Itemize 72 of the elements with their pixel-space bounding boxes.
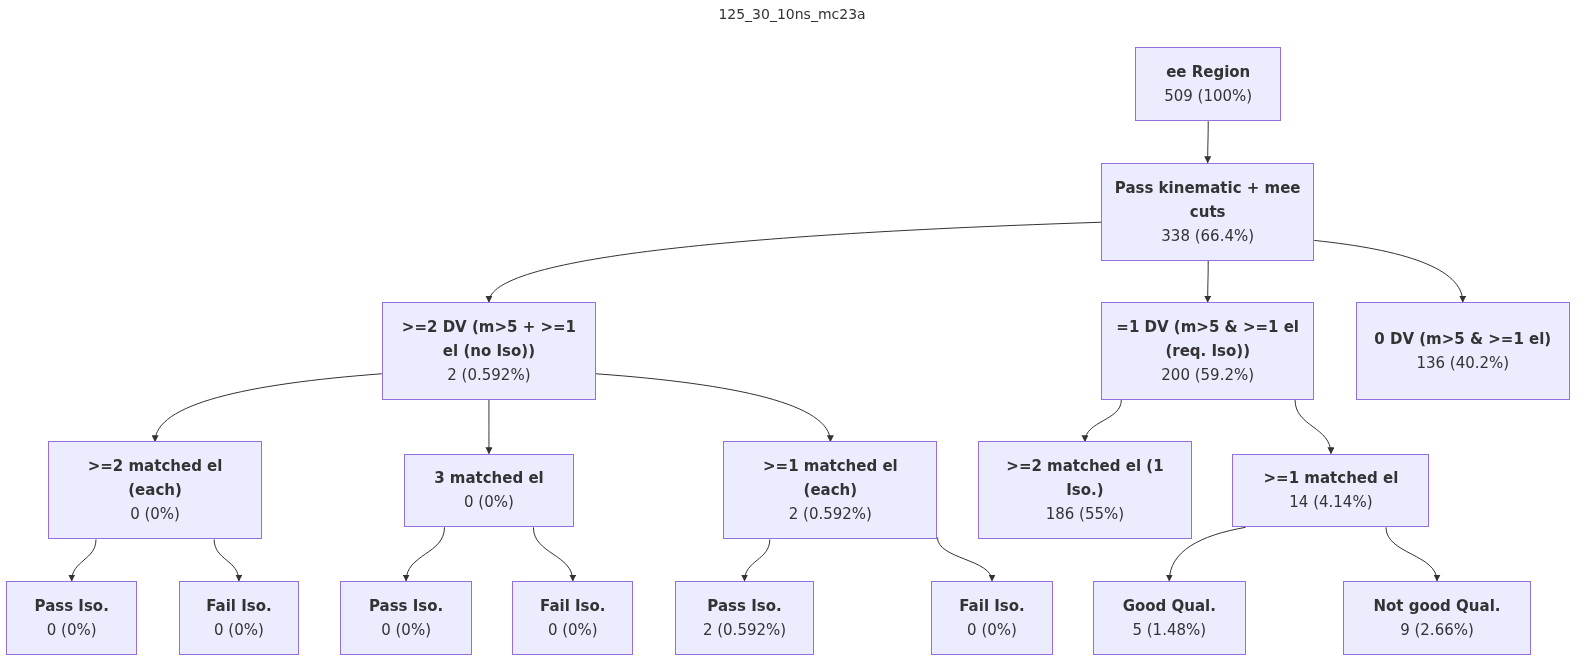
node-count: 0 (0%) bbox=[130, 504, 180, 526]
process-box bbox=[1093, 580, 1246, 655]
node-count: 0 (0%) bbox=[967, 619, 1017, 641]
node-heading: ee Region bbox=[1166, 62, 1251, 84]
arrow bbox=[403, 526, 445, 582]
node-heading: >=2 DV (m>5 + >=1 el (no Iso)) bbox=[400, 317, 577, 363]
process-box bbox=[404, 453, 574, 528]
process-box bbox=[6, 580, 138, 655]
process-box bbox=[1101, 162, 1315, 261]
process-box bbox=[1232, 453, 1430, 528]
node-heading: Fail Iso. bbox=[206, 595, 272, 617]
process-box bbox=[1101, 302, 1315, 401]
node-count: 136 (40.2%) bbox=[1416, 353, 1510, 375]
arrow bbox=[1204, 260, 1212, 303]
node-count: 0 (0%) bbox=[547, 619, 598, 641]
node-count: 338 (66.4%) bbox=[1161, 225, 1255, 247]
node-heading: >=2 matched el (1 Iso.) bbox=[1005, 456, 1165, 502]
process-box bbox=[931, 580, 1053, 655]
node-heading: >=1 matched el bbox=[1263, 468, 1399, 490]
arrow bbox=[1082, 399, 1122, 443]
arrow bbox=[152, 373, 383, 443]
node-heading: >=2 matched el (each) bbox=[86, 456, 224, 502]
node-heading: 3 matched el bbox=[434, 468, 544, 490]
arrow bbox=[1166, 526, 1247, 582]
node-count: 2 (0.592%) bbox=[447, 365, 531, 387]
node-heading: Not good Qual. bbox=[1373, 595, 1501, 617]
node-heading: Pass Iso. bbox=[368, 595, 444, 617]
process-box bbox=[1355, 302, 1570, 401]
process-box bbox=[512, 580, 634, 655]
node-heading: Good Qual. bbox=[1122, 595, 1216, 617]
process-box bbox=[48, 441, 262, 540]
node-count: 0 (0%) bbox=[464, 492, 514, 514]
process-box bbox=[381, 302, 596, 401]
node-heading: Pass Iso. bbox=[34, 595, 109, 617]
arrow bbox=[68, 538, 97, 582]
node-heading: >=1 matched el (each) bbox=[762, 456, 899, 502]
node-count: 9 (2.66%) bbox=[1400, 619, 1474, 641]
node-count: 200 (59.2%) bbox=[1161, 365, 1255, 387]
process-box bbox=[674, 580, 815, 655]
arrow bbox=[532, 526, 576, 582]
node-count: 0 (0%) bbox=[214, 619, 264, 641]
arrow bbox=[936, 536, 995, 582]
node-count: 0 (0%) bbox=[381, 619, 431, 641]
arrow bbox=[488, 221, 1102, 303]
node-count: 2 (0.592%) bbox=[788, 504, 872, 526]
node-count: 5 (1.48%) bbox=[1132, 619, 1207, 641]
process-box bbox=[1135, 47, 1281, 122]
node-heading: Fail Iso. bbox=[540, 595, 606, 617]
arrow bbox=[1294, 399, 1334, 455]
node-count: 0 (0%) bbox=[46, 619, 97, 641]
arrow bbox=[595, 373, 833, 443]
node-heading: Pass kinematic + mee cuts bbox=[1113, 177, 1302, 223]
node-heading: Pass Iso. bbox=[707, 595, 782, 617]
process-box bbox=[178, 580, 299, 655]
diagram-title: 125_30_10ns_mc23a bbox=[717, 6, 867, 22]
arrow bbox=[741, 538, 771, 582]
node-heading: Fail Iso. bbox=[959, 595, 1025, 617]
node-count: 509 (100%) bbox=[1164, 86, 1253, 108]
arrow bbox=[485, 399, 493, 455]
arrow bbox=[1204, 120, 1212, 164]
process-box bbox=[1342, 580, 1532, 655]
node-count: 14 (4.14%) bbox=[1289, 492, 1373, 514]
process-box bbox=[340, 580, 472, 655]
process-box bbox=[977, 441, 1193, 540]
node-count: 2 (0.592%) bbox=[702, 619, 787, 641]
node-heading: 0 DV (m>5 & >=1 el) bbox=[1374, 329, 1552, 351]
node-heading: =1 DV (m>5 & >=1 el (req. Iso)) bbox=[1115, 317, 1300, 363]
node-count: 186 (55%) bbox=[1045, 504, 1125, 526]
arrow bbox=[213, 538, 242, 582]
arrow bbox=[1313, 239, 1466, 303]
process-box bbox=[723, 441, 938, 540]
arrow bbox=[1385, 526, 1440, 582]
